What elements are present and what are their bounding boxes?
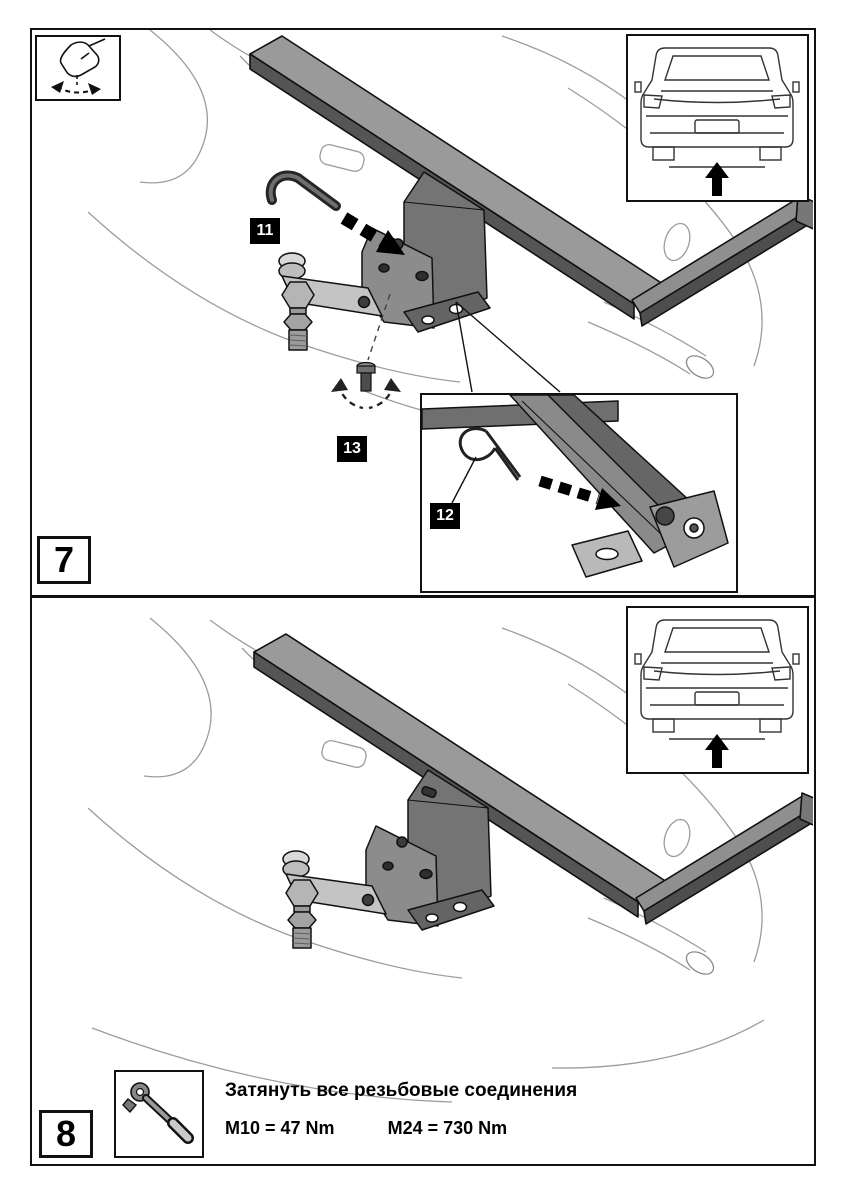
torque-captions: Затянуть все резьбовые соединения M10 = …	[225, 1080, 800, 1139]
car-rear-view-icon	[634, 619, 800, 768]
allen-key	[265, 170, 341, 211]
car-rear-inset	[626, 34, 809, 202]
torque-m24: M24 = 730 Nm	[387, 1118, 508, 1138]
torque-m10: M10 = 47 Nm	[225, 1118, 335, 1138]
part-label-11: 11	[250, 218, 280, 244]
tighten-instruction: Затянуть все резьбовые соединения	[225, 1080, 578, 1101]
car-rear-inset	[626, 606, 809, 774]
ball-mount-arm	[282, 850, 387, 949]
underbody-outline	[87, 30, 763, 433]
arrow-up-icon	[705, 162, 729, 196]
part-label-12: 12	[430, 503, 460, 529]
arrow-up-icon	[705, 734, 729, 768]
detail-view-illustration	[421, 394, 729, 578]
detail-leader-lines	[455, 301, 561, 393]
step-number-7: 7	[37, 536, 91, 584]
sheet-frame: 12 11 13 7	[30, 28, 816, 1166]
press-hand-icon	[51, 38, 106, 95]
lock-pin	[458, 427, 522, 481]
press-hand-box	[35, 35, 121, 101]
car-rear-view-icon	[634, 47, 800, 196]
label-12-leader	[451, 456, 477, 504]
step8-panel: Затянуть все резьбовые соединения M10 = …	[32, 598, 814, 1160]
torque-wrench-box	[114, 1070, 204, 1158]
bolt-13	[331, 293, 401, 410]
dashed-insert-arrow-icon	[538, 475, 621, 510]
dashed-insert-arrow-icon	[340, 212, 405, 255]
ball-mount-arm	[278, 252, 383, 351]
assembled-towbar	[253, 633, 813, 949]
step7-panel: 12 11 13 7	[32, 30, 814, 598]
part-label-13: 13	[337, 436, 367, 462]
detail-inset: 12	[420, 393, 738, 593]
step7-illustration	[87, 30, 813, 433]
step-number-8: 8	[39, 1110, 93, 1158]
hitch-bracket	[365, 769, 495, 931]
step8-illustration	[87, 617, 813, 1103]
torque-wrench-icon	[122, 1082, 194, 1144]
torque-values: M10 = 47 Nm M24 = 730 Nm	[225, 1118, 800, 1139]
hitch-bracket	[361, 171, 491, 333]
